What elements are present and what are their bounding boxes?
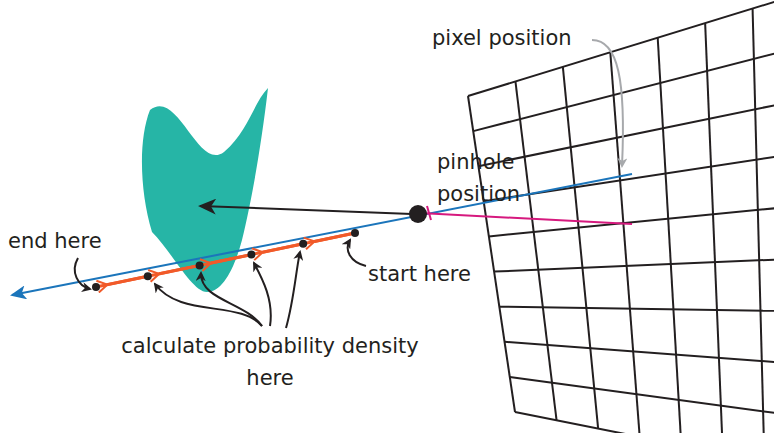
grid-line [515,81,556,420]
density-label: calculate probability density here [120,330,420,394]
grid-line [563,67,598,429]
pinhole [409,205,427,223]
camera-ray [12,174,632,295]
leader-line [75,258,90,289]
grid-line [478,100,774,166]
step-arrows [107,233,355,285]
leader-line [286,252,300,328]
pixel-grid [468,0,774,433]
end-label: end here [8,225,148,257]
density-surface [142,88,268,292]
leader-line [592,40,623,166]
leader-line [254,263,271,326]
grid-line [468,96,515,412]
grid-line [505,342,774,364]
grid-line [499,307,774,312]
sample-dots [92,229,359,291]
magenta-ray [420,213,632,224]
step-arrow [107,276,147,284]
grid-line [658,38,682,433]
pixel-position-label: pixel position [432,22,632,54]
grid-line [510,377,774,417]
step-arrow [159,265,199,273]
pinhole-label: pinhole position [437,146,537,210]
grid-line [610,52,639,433]
sample-segment [96,233,355,287]
leader-line [201,273,262,326]
leader-line [348,240,366,266]
grid-line [705,23,723,433]
grid-line [494,258,774,271]
grid-line [753,9,765,433]
magenta-tick [427,206,431,220]
grid-line [489,206,774,237]
grid-line [515,412,774,433]
step-arrow [263,244,303,252]
step-arrow [211,255,251,263]
view-arrow [200,206,412,214]
start-label: start here [368,258,528,290]
